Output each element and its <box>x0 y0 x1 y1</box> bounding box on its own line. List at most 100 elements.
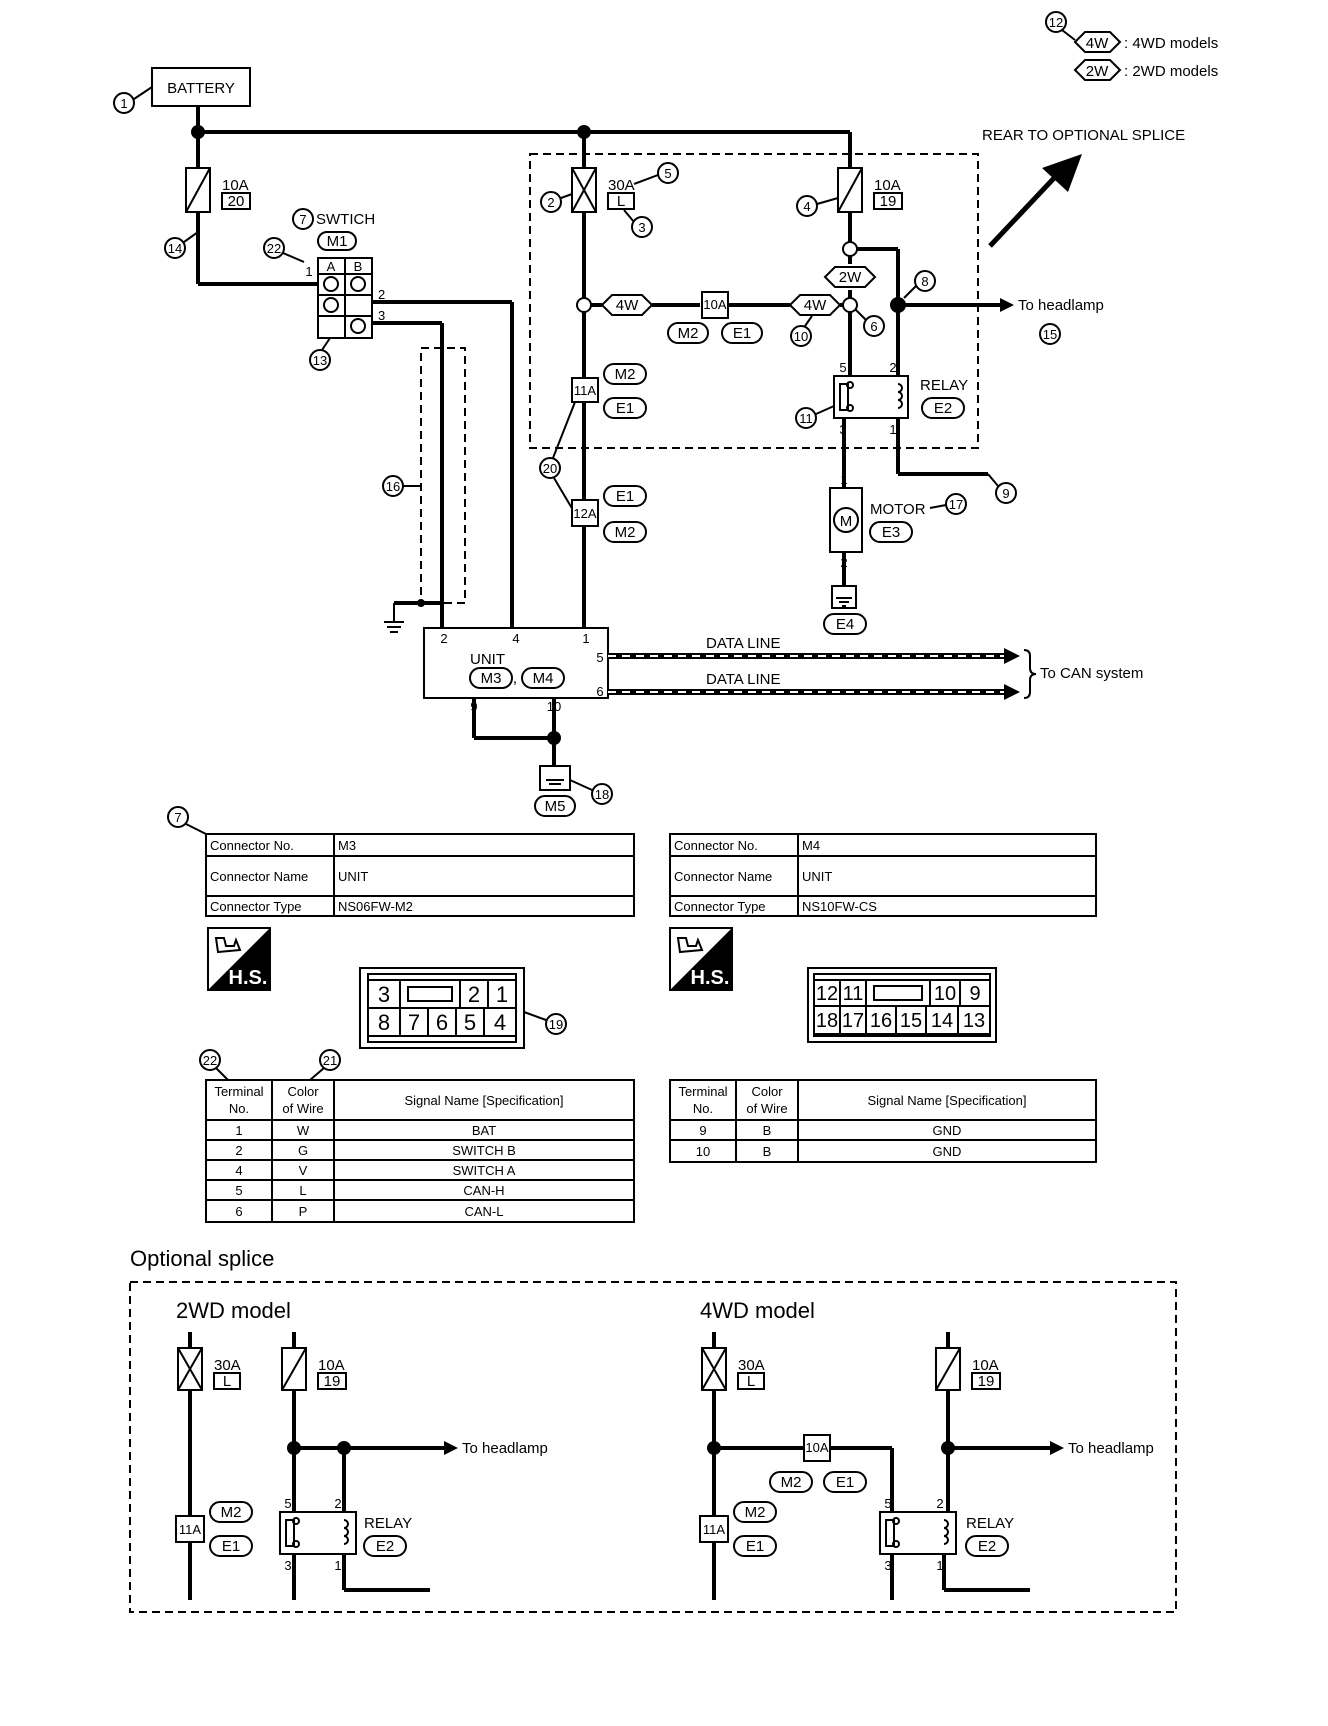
m3-row4-signal: CAN-H <box>463 1183 504 1198</box>
m4-face-12: 12 <box>816 983 838 1005</box>
legend-text-4wd: : 4WD models <box>1124 35 1218 52</box>
m3-face-4: 4 <box>494 1010 506 1035</box>
m3-face-5: 5 <box>464 1010 476 1035</box>
m4-face-11: 11 <box>843 983 864 1005</box>
joint-11a: 11A <box>574 383 596 398</box>
s4-fuse-19-number: 19 <box>978 1373 995 1390</box>
to-can-label: To CAN system <box>1040 665 1143 682</box>
m3-row2-no: 2 <box>235 1143 242 1158</box>
m4-face-9: 9 <box>969 983 980 1005</box>
relay-pin-1: 1 <box>889 422 896 437</box>
m3-row2-signal: SWITCH B <box>452 1143 516 1158</box>
m4-row1-no: 9 <box>699 1123 706 1138</box>
unit-connector-m4: M4 <box>533 670 554 687</box>
s2-fuse-l-amp: 30A <box>214 1357 241 1374</box>
s4-inline-m2: M2 <box>781 1474 802 1491</box>
fuse-l-amp: 30A <box>608 177 635 194</box>
m3-hs-badge: H.S. <box>229 967 268 989</box>
main-wires <box>191 104 1014 766</box>
callout-6: 6 <box>870 319 877 334</box>
legend: 12 4W : 4WD models 2W : 2WD models <box>1045 11 1218 81</box>
m3-face-7: 7 <box>408 1010 420 1035</box>
switch-label: SWTICH <box>316 211 375 228</box>
m4-hdr-signal: Signal Name [Specification] <box>868 1093 1027 1108</box>
joint-11a-e1: E1 <box>616 400 634 417</box>
m3-row3-color: V <box>299 1163 308 1178</box>
s2-relay-label: RELAY <box>364 1515 412 1532</box>
model-4wd-title: 4WD model <box>700 1298 815 1323</box>
table-row: 6 P CAN-L <box>235 1204 503 1219</box>
s4-fuse-l-amp: 30A <box>738 1357 765 1374</box>
callout-7b: 7 <box>174 810 181 825</box>
splice-2wd: 2WD model 30A L 11A M2 E1 10A 19 <box>175 1298 548 1600</box>
callout-16: 16 <box>386 479 400 494</box>
s2-joint-e1: E1 <box>222 1538 240 1555</box>
joint-12a: 20 12A E1 M2 <box>539 401 647 543</box>
callout-9: 9 <box>1002 486 1009 501</box>
joint-11a-m2: M2 <box>615 366 636 383</box>
m3-row4-color: L <box>299 1183 306 1198</box>
motor-symbol: M <box>840 513 853 530</box>
unit-pin-10: 10 <box>547 699 561 714</box>
m3-row1-color: W <box>297 1123 310 1138</box>
connector-table-m4: Connector No. M4 Connector Name UNIT Con… <box>669 833 1097 1043</box>
s4-fuse-l-number: L <box>747 1373 755 1390</box>
relay-pin-2: 2 <box>889 360 896 375</box>
unit-comma: , <box>513 670 517 687</box>
s2-fuse-l-number: L <box>223 1373 231 1390</box>
s2-joint-11a: 11A <box>179 1522 201 1537</box>
m3-row4-no: 5 <box>235 1183 242 1198</box>
fuse-l-number: L <box>617 193 625 210</box>
rear-arrow: REAR TO OPTIONAL SPLICE <box>982 127 1185 248</box>
s4-relay-pin-2: 2 <box>936 1496 943 1511</box>
s2-to-headlamp: To headlamp <box>462 1440 548 1457</box>
m4-type-value: NS10FW-CS <box>802 899 877 914</box>
callout-7: 7 <box>299 212 306 227</box>
m3-face-2: 2 <box>468 982 480 1007</box>
m3-hdr-no: No. <box>229 1101 249 1116</box>
s4-to-headlamp: To headlamp <box>1068 1440 1154 1457</box>
motor-label: MOTOR <box>870 501 926 518</box>
inline-fuse-e1: E1 <box>733 325 751 342</box>
s4-fuse-19-amp: 10A <box>972 1357 999 1374</box>
fuse-19-number: 19 <box>880 193 897 210</box>
inline-fuse-m2: M2 <box>678 325 699 342</box>
s4-inline-10a: 10A <box>805 1440 828 1455</box>
callout-3: 3 <box>638 220 645 235</box>
unit-pin-6: 6 <box>596 684 603 699</box>
joint-12a-label: 12A <box>573 506 596 521</box>
legend-code-4w: 4W <box>1086 35 1109 52</box>
s2-relay-pin-2: 2 <box>334 1496 341 1511</box>
s2-fuse-19-amp: 10A <box>318 1357 345 1374</box>
ground-connector-m5: M5 <box>545 798 566 815</box>
unit-pin-4: 4 <box>512 631 519 646</box>
splice-4wd: 4WD model 30A L 10A M2 E1 11A M2 E1 <box>699 1298 1154 1600</box>
terminal-table-m3: 22 21 Terminal No. Color of Wire Signal … <box>199 1049 635 1223</box>
m3-row5-color: P <box>299 1204 308 1219</box>
m4-name-value: UNIT <box>802 869 832 884</box>
callout-11: 11 <box>799 411 813 426</box>
m3-type-value: NS06FW-M2 <box>338 899 413 914</box>
fuse-10a-20: 10A 20 14 <box>164 167 251 259</box>
unit-connector-m3: M3 <box>481 670 502 687</box>
m4-row1-signal: GND <box>933 1123 962 1138</box>
m4-row2-no: 10 <box>696 1144 710 1159</box>
m3-face-3: 3 <box>378 982 390 1007</box>
callout-15: 15 <box>1043 327 1057 342</box>
m3-row3-no: 4 <box>235 1163 242 1178</box>
legend-code-2w: 2W <box>1086 63 1109 80</box>
callout-14: 14 <box>168 241 182 256</box>
table-row: 10 B GND <box>696 1144 962 1159</box>
m4-row1-color: B <box>763 1123 772 1138</box>
m3-row2-color: G <box>298 1143 308 1158</box>
callout-22: 22 <box>267 241 281 256</box>
s4-relay-pin-1: 1 <box>936 1558 943 1573</box>
callout-22b: 22 <box>203 1053 217 1068</box>
s2-joint-m2: M2 <box>221 1504 242 1521</box>
s4-joint-e1: E1 <box>746 1538 764 1555</box>
rear-to-splice-label: REAR TO OPTIONAL SPLICE <box>982 127 1185 144</box>
m3-face-6: 6 <box>436 1010 448 1035</box>
m3-hdr-signal: Signal Name [Specification] <box>405 1093 564 1108</box>
s2-relay-pin-3: 3 <box>284 1558 291 1573</box>
